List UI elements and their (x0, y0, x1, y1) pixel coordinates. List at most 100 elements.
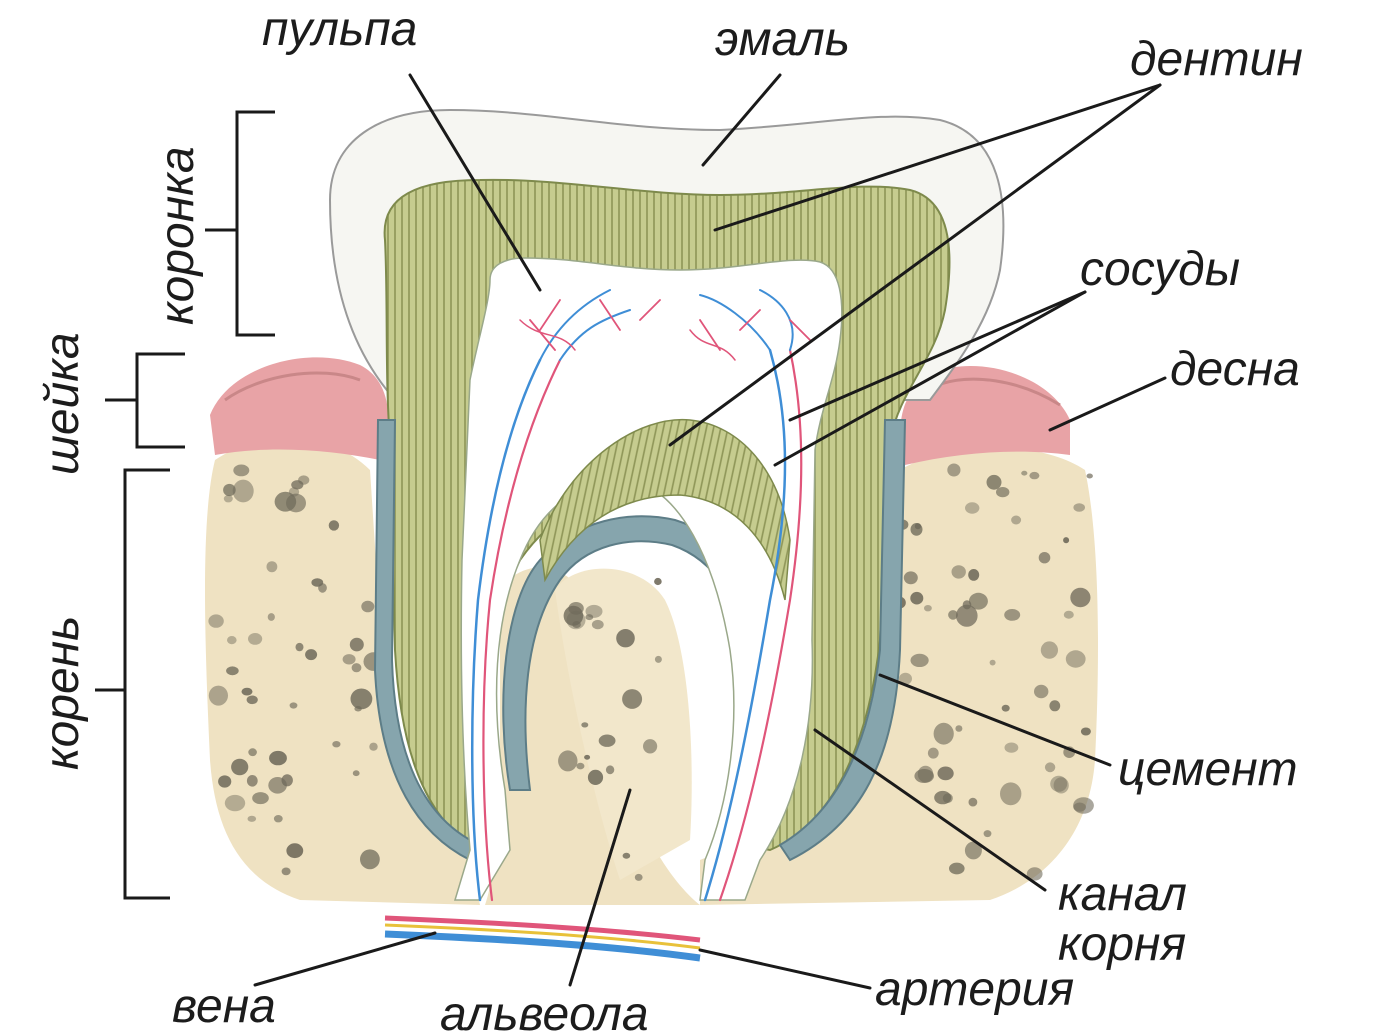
bone-dot (1066, 650, 1086, 667)
bone-dot (225, 795, 245, 811)
bone-dot (1002, 705, 1010, 712)
bone-dot (558, 750, 577, 771)
bone-dot (353, 770, 360, 776)
label-kanal: канал (1058, 868, 1187, 921)
bone-dot (290, 702, 298, 708)
koren-bracket (95, 470, 170, 898)
label-desna: десна (1170, 343, 1300, 396)
bone-dot (231, 759, 248, 776)
bone-dot (329, 520, 339, 530)
bone-dot (1021, 471, 1027, 476)
bone-dot (369, 743, 377, 751)
bone-dot (361, 601, 374, 613)
bone-dot (218, 775, 231, 787)
bone-dot (354, 706, 361, 712)
bone-dot (223, 484, 236, 496)
bone-dot (268, 777, 287, 794)
label-sosudy: сосуды (1080, 243, 1240, 296)
bone-dot (904, 571, 918, 584)
bone-dot (267, 561, 278, 572)
bone-dot (987, 475, 1002, 490)
bone-dot (585, 614, 593, 620)
bone-dot (352, 663, 362, 672)
bone-dot (224, 495, 233, 502)
bone-dot (588, 770, 603, 785)
bone-dot (1039, 552, 1051, 563)
bone-dot (581, 722, 588, 727)
bone-dot (654, 578, 662, 585)
bone-dot (343, 654, 356, 664)
bone-dot (1087, 474, 1093, 479)
bone-dot (949, 863, 965, 875)
bone-dot (305, 649, 317, 660)
bone-dot (606, 765, 614, 774)
bone-dot (623, 853, 631, 859)
label-vena: вена (172, 980, 276, 1033)
bone-dot (360, 849, 380, 869)
bone-dot (286, 843, 303, 858)
bone-dot (275, 492, 297, 512)
bone-dot (1004, 609, 1020, 621)
bone-dot (655, 656, 662, 663)
bone-dot (947, 464, 960, 477)
bone-dot (924, 605, 932, 611)
bone-dot (1064, 611, 1074, 619)
bone-dot (928, 748, 939, 759)
bone-dot (269, 751, 287, 765)
bone-dot (567, 611, 586, 629)
bone-dot (274, 815, 283, 822)
label-koren: корень (36, 616, 89, 770)
bone-dot (592, 620, 604, 629)
bone-dot (1005, 743, 1019, 753)
bone-dot (1045, 762, 1055, 772)
bone-dot (1000, 782, 1021, 805)
bone-dot (1081, 728, 1091, 736)
bone-dot (910, 592, 923, 605)
bone-dot (952, 565, 966, 578)
label-cement: цемент (1118, 743, 1298, 796)
bone-dot (248, 633, 262, 645)
bone-dot (938, 767, 954, 781)
bone-dot (1070, 588, 1090, 607)
label-kornya: корня (1058, 918, 1186, 971)
label-arteriya: артерия (875, 963, 1074, 1016)
bone-dot (934, 791, 951, 804)
bone-dot (934, 723, 954, 745)
bone-dot (208, 614, 223, 627)
bone-dot (969, 593, 988, 610)
bone-dot (643, 739, 657, 753)
apical-vessels (385, 918, 700, 958)
bone-dot (968, 569, 979, 581)
bone-dot (233, 480, 254, 503)
bone-dot (209, 686, 228, 706)
bone-dot (1034, 685, 1048, 699)
bone-dot (1063, 537, 1069, 543)
bone-dot (351, 689, 373, 710)
bone-dot (635, 874, 643, 881)
bone-dot (247, 696, 258, 705)
bone-dot (599, 735, 616, 747)
bone-dot (248, 816, 257, 822)
bone-dot (990, 660, 996, 666)
bone-dot (969, 798, 978, 807)
bone-dot (1011, 516, 1021, 525)
bone-dot (622, 689, 642, 709)
bone-dot (1050, 776, 1067, 792)
label-koronka: коронка (151, 146, 204, 325)
bone-dot (1073, 503, 1085, 512)
bone-dot (247, 775, 258, 787)
koronka-bracket (205, 112, 275, 335)
label-pulpa: пульпа (262, 3, 417, 56)
bone-dot (984, 830, 992, 837)
bone-dot (616, 629, 635, 647)
label-emal: эмаль (715, 13, 850, 66)
bone-dot (226, 666, 239, 675)
bone-dot (1041, 641, 1058, 658)
bone-dot (955, 725, 962, 732)
bone-dot (311, 578, 323, 587)
bone-dot (291, 480, 303, 489)
label-sheyka: шейка (36, 332, 89, 475)
bone-dot (576, 763, 584, 770)
bone-dot (282, 868, 291, 876)
